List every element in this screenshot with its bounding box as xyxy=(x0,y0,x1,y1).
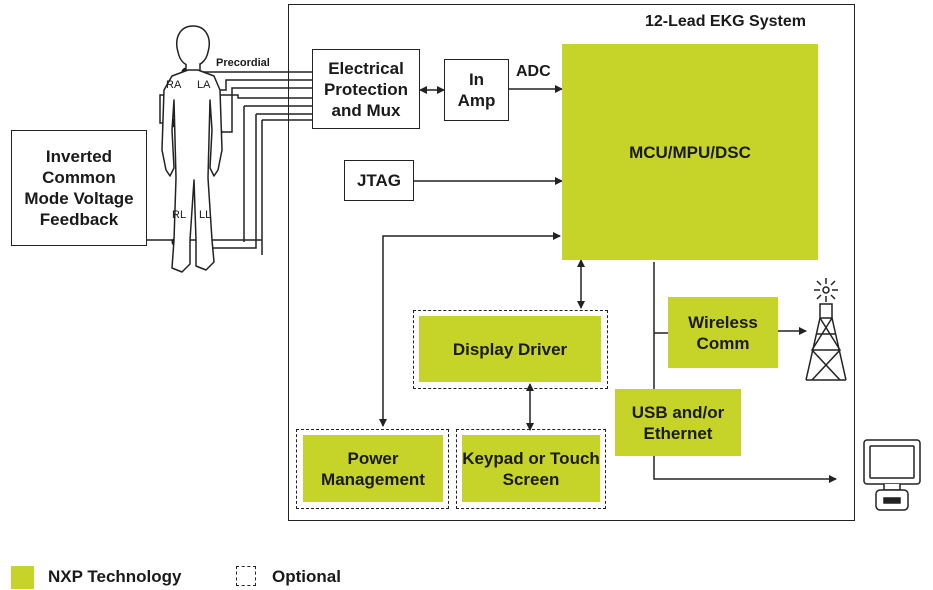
legend-optional-label: Optional xyxy=(272,567,341,587)
legend-nxp-swatch xyxy=(11,566,34,589)
legend-nxp-label: NXP Technology xyxy=(48,567,182,587)
legend-optional-swatch xyxy=(236,566,256,586)
